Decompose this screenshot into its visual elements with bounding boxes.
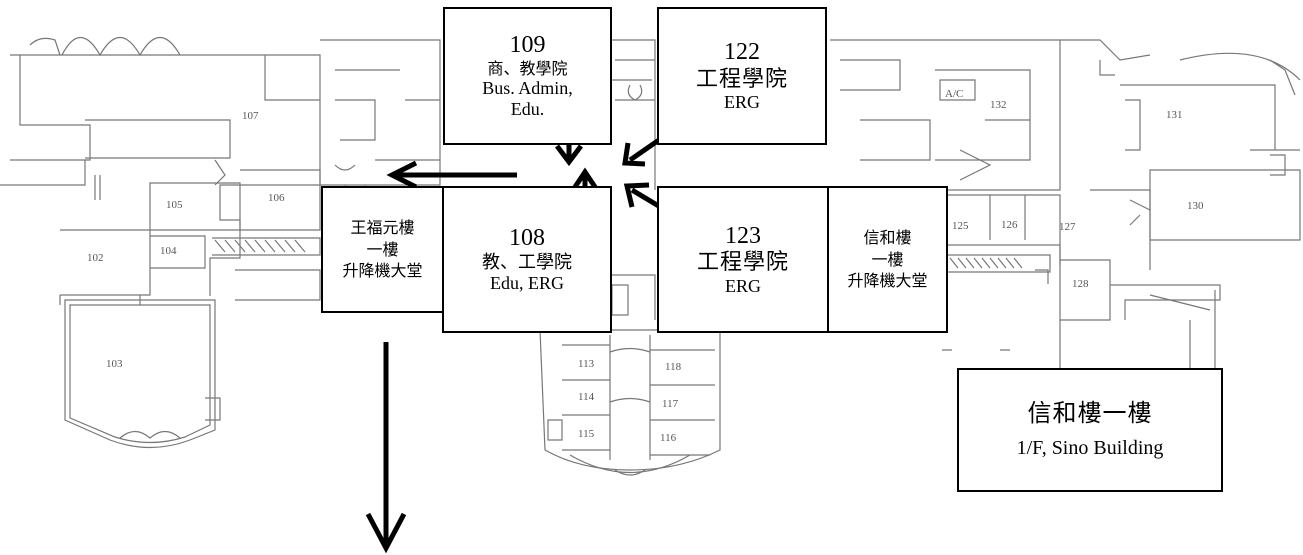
- school-name-en: ERG: [725, 275, 761, 296]
- room-number: 109: [509, 32, 546, 59]
- room-123-label: 123 工程學院 ERG: [657, 186, 829, 333]
- room-number: 115: [578, 428, 595, 440]
- school-name: 工程學院: [695, 66, 788, 92]
- floor-plan-walls: [0, 37, 1301, 476]
- room-number: 130: [1187, 200, 1204, 212]
- room-122-label: 122 工程學院 ERG: [657, 7, 827, 145]
- room-number: 102: [87, 252, 104, 264]
- lobby-wong-label: 王福元樓 一樓 升降機大堂: [321, 186, 444, 313]
- room-number: A/C: [945, 88, 963, 100]
- room-number: 127: [1059, 221, 1076, 233]
- room-number: 113: [578, 358, 595, 370]
- room-number: 107: [242, 110, 259, 122]
- school-name-en: ERG: [724, 92, 760, 113]
- lobby-building-name: 信和樓: [863, 228, 912, 248]
- lobby-floor: 一樓: [366, 239, 399, 259]
- room-number: 123: [725, 222, 761, 249]
- room-number: 125: [952, 220, 969, 232]
- room-number: 103: [106, 358, 123, 370]
- room-108-label: 108 教、工學院 Edu, ERG: [442, 186, 612, 333]
- school-name: 商、教學院: [487, 58, 568, 78]
- room-number: 128: [1072, 278, 1089, 290]
- floor-title-en: 1/F, Sino Building: [1016, 437, 1164, 460]
- school-name-en: Edu.: [510, 98, 545, 119]
- room-number: 116: [660, 432, 677, 444]
- room-number: 126: [1001, 219, 1018, 231]
- room-number: 131: [1166, 109, 1183, 121]
- room-109-label: 109 商、教學院 Bus. Admin, Edu.: [443, 7, 612, 145]
- school-name-en: Edu, ERG: [490, 273, 564, 294]
- floor-title: 信和樓一樓: [1027, 398, 1153, 427]
- floor-title-box: 信和樓一樓 1/F, Sino Building: [957, 368, 1223, 492]
- room-number: 117: [662, 398, 679, 410]
- room-number: 108: [509, 225, 545, 252]
- room-number: 105: [166, 199, 183, 211]
- lobby-floor: 一樓: [871, 249, 904, 269]
- lobby-sino-label: 信和樓 一樓 升降機大堂: [827, 186, 948, 333]
- lobby-building-name: 王福元樓: [350, 218, 415, 238]
- room-number: 132: [990, 99, 1007, 111]
- room-number: 114: [578, 391, 595, 403]
- school-name: 工程學院: [696, 250, 789, 276]
- room-number: 106: [268, 192, 285, 204]
- school-name: 教、工學院: [482, 251, 572, 273]
- arrow-left: [386, 160, 517, 190]
- school-name-en: Bus. Admin,: [482, 78, 573, 99]
- lobby-name: 升降機大堂: [342, 261, 423, 281]
- room-number: 118: [665, 361, 682, 373]
- room-number: 122: [724, 39, 760, 66]
- lobby-name: 升降機大堂: [847, 271, 928, 291]
- room-number: 104: [160, 245, 177, 257]
- arrow-down-exit: [365, 342, 407, 554]
